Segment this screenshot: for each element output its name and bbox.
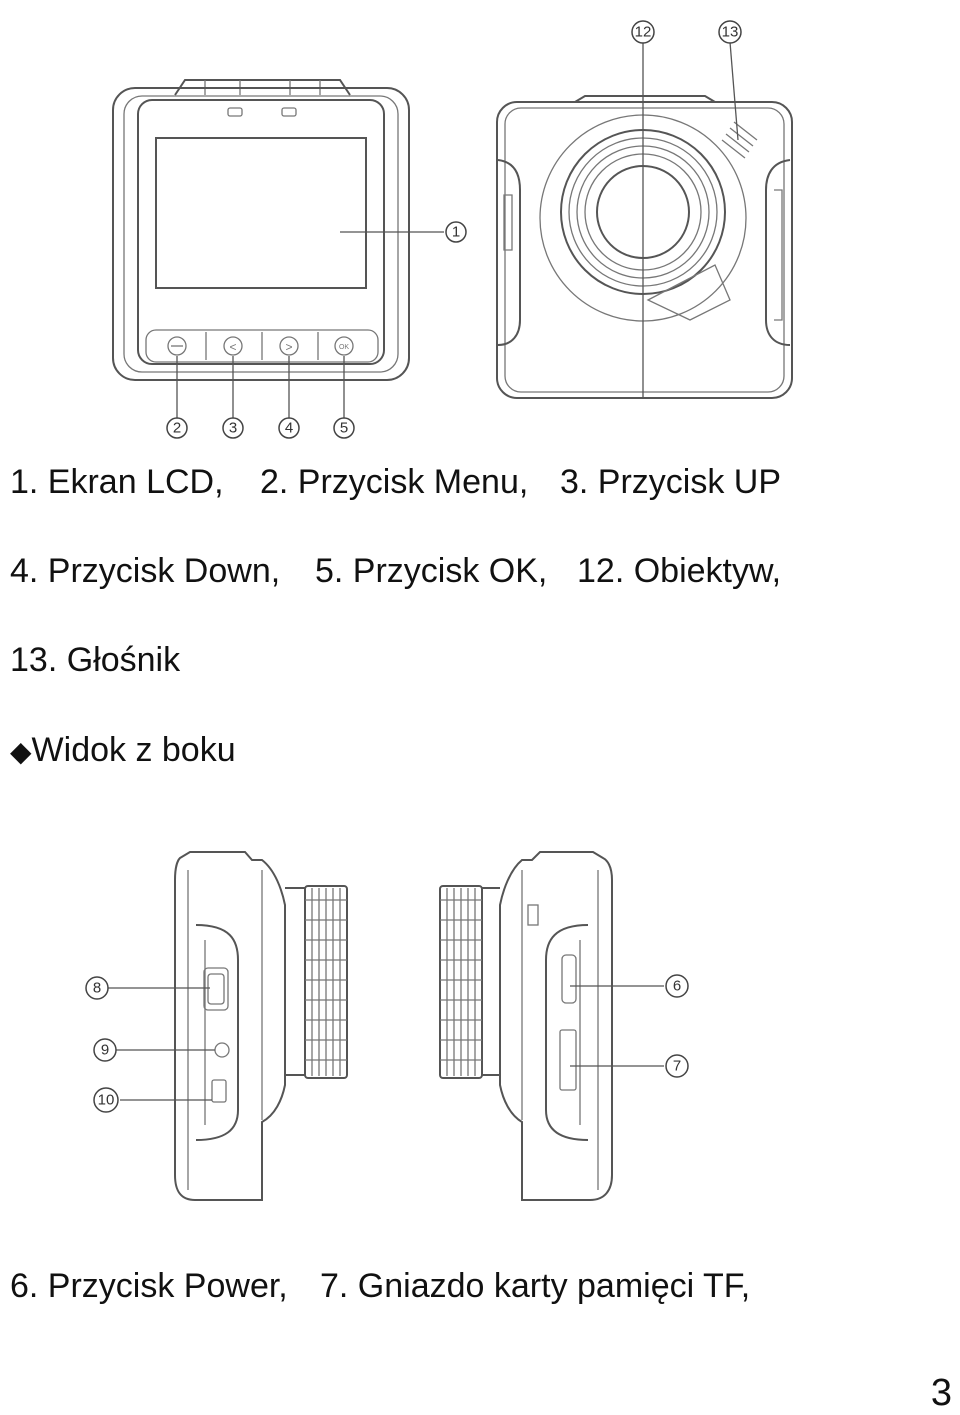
svg-text:10: 10 (98, 1092, 115, 1109)
callout-1: 1 (445, 221, 467, 243)
svg-text:8: 8 (93, 980, 101, 997)
legend-item-12: 12. Obiektyw, (577, 552, 782, 590)
legend-item-13: 13. Głośnik (10, 641, 181, 679)
svg-text:5: 5 (340, 420, 348, 437)
down-button[interactable]: > (279, 336, 299, 356)
svg-text:13: 13 (722, 24, 739, 41)
callout-7: 7 (665, 1054, 689, 1078)
callout-3: 3 (222, 417, 244, 439)
callout-2: 2 (166, 417, 188, 439)
menu-button[interactable] (167, 336, 187, 356)
callout-6: 6 (665, 974, 689, 998)
callout-5: 5 (333, 417, 355, 439)
legend-item-2: 2. Przycisk Menu, (260, 463, 529, 501)
legend-item-6: 6. Przycisk Power, (10, 1267, 288, 1305)
svg-text:1: 1 (452, 224, 460, 241)
svg-text:7: 7 (673, 1058, 681, 1075)
legend-line-3: 13. Głośnik (10, 640, 180, 680)
power-button[interactable] (561, 954, 577, 1004)
front-button-row: < > OK (145, 329, 379, 363)
callout-9: 9 (93, 1038, 117, 1062)
left-side-view (174, 851, 348, 1201)
svg-text:2: 2 (173, 420, 181, 437)
legend-item-7: 7. Gniazdo karty pamięci TF, (320, 1267, 751, 1305)
callout-8: 8 (85, 976, 109, 1000)
legend-bottom-line: 6. Przycisk Power, 7. Gniazdo karty pamię… (10, 1266, 750, 1306)
up-glyph: < (229, 340, 236, 354)
legend-item-1: 1. Ekran LCD, (10, 463, 224, 501)
camera-back-body (496, 95, 793, 399)
callout-12: 12 (631, 20, 655, 44)
svg-text:3: 3 (229, 420, 237, 437)
callout-10: 10 (93, 1087, 119, 1113)
lcd-screen (155, 137, 367, 289)
up-button[interactable]: < (223, 336, 243, 356)
right-side-view (439, 851, 613, 1201)
legend-item-3: 3. Przycisk UP (560, 463, 782, 501)
legend-item-4: 4. Przycisk Down, (10, 552, 281, 590)
diamond-bullet-icon: ◆ (10, 736, 32, 767)
svg-text:12: 12 (635, 24, 652, 41)
ok-glyph: OK (339, 344, 349, 351)
callout-13: 13 (718, 20, 742, 44)
tf-card-slot[interactable] (559, 1029, 577, 1091)
legend-line-2: 4. Przycisk Down, 5. Przycisk OK, 12. Obie… (10, 551, 781, 591)
down-glyph: > (285, 340, 292, 354)
svg-text:6: 6 (673, 978, 681, 995)
legend-item-5: 5. Przycisk OK, (315, 552, 548, 590)
section-title: Widok z boku (31, 731, 236, 769)
ok-button[interactable]: OK (334, 336, 354, 356)
svg-text:4: 4 (285, 420, 293, 437)
section-heading: ◆Widok z boku (10, 730, 236, 772)
svg-text:9: 9 (101, 1042, 109, 1059)
legend-line-1: 1. Ekran LCD, 2. Przycisk Menu, 3. Przycis… (10, 462, 781, 502)
page-number: 3 (930, 1372, 952, 1414)
speaker-grille (721, 121, 758, 159)
callout-4: 4 (278, 417, 300, 439)
